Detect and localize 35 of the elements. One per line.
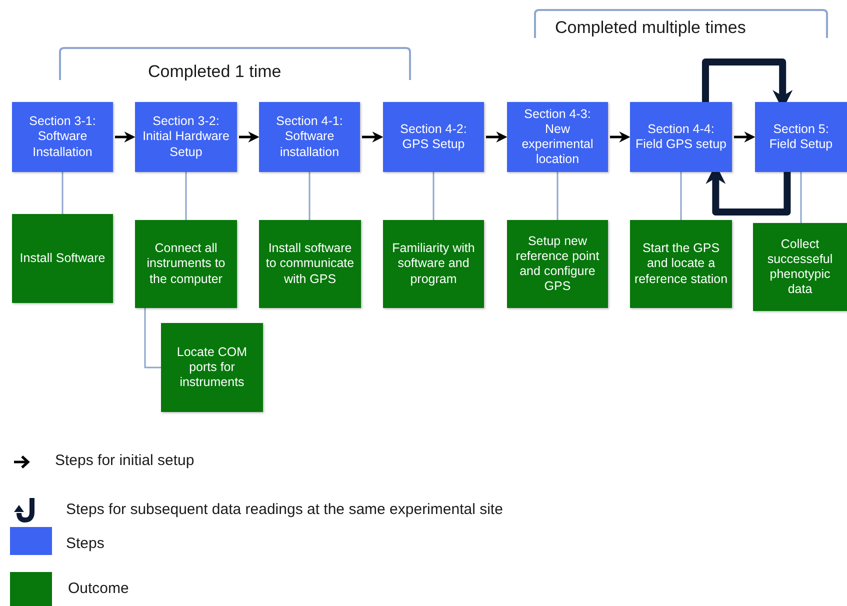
- arrow: [115, 132, 136, 142]
- connector-line: [556, 172, 558, 220]
- bracket-label: Completed multiple times: [555, 18, 746, 38]
- outcome-box: Install Software: [12, 214, 113, 303]
- outcome-box: Setup new reference point and configure GPS: [507, 220, 608, 308]
- connector-line: [432, 172, 434, 220]
- legend-text: Steps for subsequent data readings at the same experimental site: [66, 501, 503, 518]
- connector-line: [185, 172, 187, 220]
- step-box: Section 4-4: Field GPS setup: [630, 102, 732, 172]
- arrow: [239, 132, 260, 142]
- connector-line: [308, 172, 310, 220]
- outcome-box: Install software to communicate with GPS: [259, 220, 361, 308]
- step-box: Section 4-2: GPS Setup: [383, 102, 484, 172]
- outcome-box: Connect all instruments to the computer: [135, 220, 237, 308]
- connector-line: [800, 172, 802, 223]
- step-box: Section 4-1: Software installation: [259, 102, 360, 172]
- connector-line: [144, 308, 161, 368]
- legend-text: Steps: [66, 535, 104, 552]
- legend-text: Steps for initial setup: [55, 452, 194, 469]
- outcome-box: Collect successeful phenotypic data: [753, 223, 847, 311]
- arrow: [734, 132, 756, 142]
- arrow: [610, 132, 630, 142]
- outcome-box: Familiarity with software and program: [383, 220, 484, 308]
- step-box: Section 3-1: Software Installation: [12, 102, 113, 172]
- outcome-box: Locate COM ports for instruments: [161, 323, 263, 412]
- bracket-label: Completed 1 time: [148, 62, 282, 82]
- legend-text: Outcome: [68, 580, 129, 597]
- connector-line: [62, 172, 64, 214]
- step-box: Section 3-2: Initial Hardware Setup: [135, 102, 237, 172]
- outcome-box: Start the GPS and locate a reference station: [630, 220, 732, 308]
- connector-line: [680, 172, 682, 220]
- step-box: Section 5: Field Setup: [755, 102, 847, 172]
- arrow: [486, 132, 508, 142]
- arrow: [362, 132, 384, 142]
- step-box: Section 4-3: New experimental location: [507, 102, 608, 172]
